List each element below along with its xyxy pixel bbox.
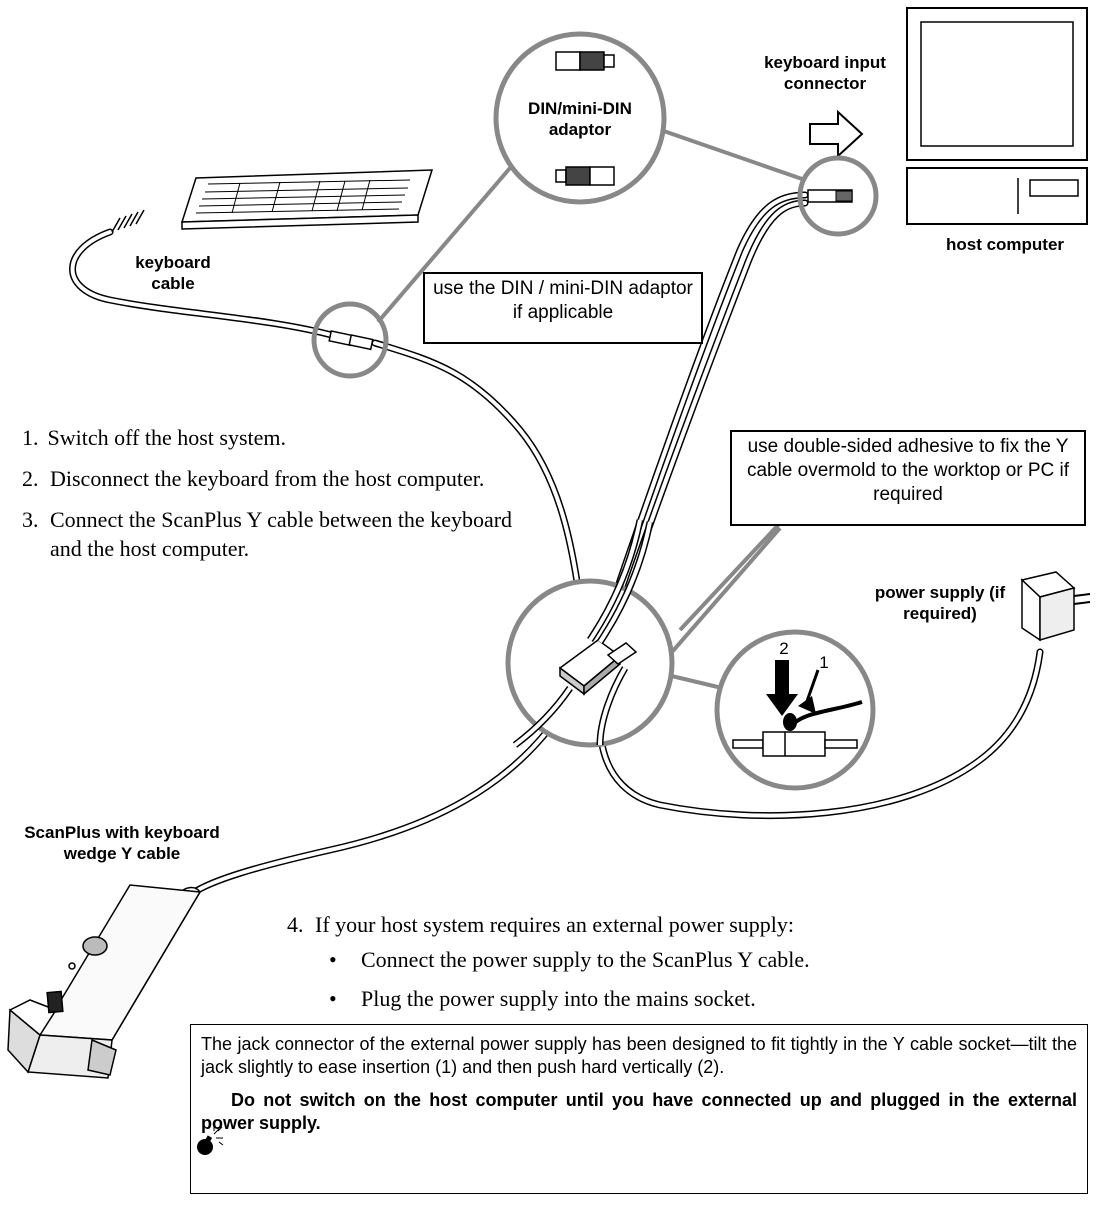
cable-join-connector: [328, 330, 374, 351]
substep-text: Plug the power supply into the mains soc…: [361, 986, 756, 1011]
note-body: The jack connector of the external power…: [201, 1034, 1077, 1077]
adhesive-leader: [678, 521, 782, 632]
bullet-icon: •: [329, 986, 337, 1011]
substeps-list: • Connect the power supply to the ScanPlu…: [329, 945, 907, 1013]
note-warning: Do not switch on the host computer until…: [201, 1090, 1077, 1133]
step-number: 2.: [22, 466, 39, 491]
jack-insertion-callout: [714, 629, 876, 791]
bullet-icon: •: [329, 947, 337, 972]
host-connector-magnifier: [797, 155, 879, 237]
step-number: 3.: [22, 507, 39, 532]
keyboard-input-connector-label: keyboard input connector: [764, 53, 886, 93]
step-1: 1. Switch off the host system.: [22, 423, 522, 452]
keyboard-cable-label: keyboard cable: [135, 253, 211, 293]
bomb-icon: [197, 1125, 224, 1155]
step-text: If your host system requires an external…: [315, 912, 794, 937]
step-4: 4. If your host system requires an extern…: [287, 910, 907, 939]
host-computer-label: host computer: [945, 235, 1065, 254]
step-2: 2. Disconnect the keyboard from the host …: [22, 464, 522, 493]
keyboard-image: [111, 169, 434, 233]
power-supply-label: power supply (if required): [874, 583, 1006, 623]
arrow-down-icon: [766, 660, 798, 716]
scanplus-label: ScanPlus with keyboard wedge Y cable: [24, 823, 220, 863]
scanplus-scanner-image: [7, 884, 202, 1079]
jack-step-1-label: 1: [819, 653, 829, 672]
arrow-right-icon: [809, 109, 864, 159]
substep-text: Connect the power supply to the ScanPlus…: [361, 947, 810, 972]
cable-join-magnifier: [311, 301, 389, 379]
step-number: 1.: [22, 425, 39, 450]
din-adaptor-note: use the DIN / mini-DIN adaptor if applic…: [423, 272, 703, 344]
substep-item: • Connect the power supply to the ScanPlu…: [329, 945, 907, 974]
step-text: Disconnect the keyboard from the host co…: [50, 466, 485, 491]
substep-item: • Plug the power supply into the mains so…: [329, 984, 907, 1013]
power-supply-image: [1020, 571, 1091, 642]
steps-list: 1. Switch off the host system. 2. Disconn…: [22, 423, 522, 575]
din-adaptor-callout: [376, 31, 806, 324]
step-4-block: 4. If your host system requires an extern…: [287, 910, 907, 1023]
jack-step-2-label: 2: [779, 639, 789, 658]
y-overmold-callout: [505, 519, 782, 748]
step-text: Connect the ScanPlus Y cable between the…: [50, 507, 513, 561]
step-3: 3. Connect the ScanPlus Y cable between t…: [22, 505, 522, 563]
adhesive-note: use double-sided adhesive to fix the Y c…: [730, 430, 1086, 526]
arrow-diagonal-icon: [798, 696, 816, 714]
note-box: The jack connector of the external power…: [190, 1024, 1088, 1194]
din-adaptor-label: DIN/mini-DIN adaptor: [528, 99, 632, 139]
step-text: Switch off the host system.: [47, 425, 287, 450]
step-number: 4.: [287, 912, 304, 937]
host-computer-image: [906, 7, 1088, 225]
